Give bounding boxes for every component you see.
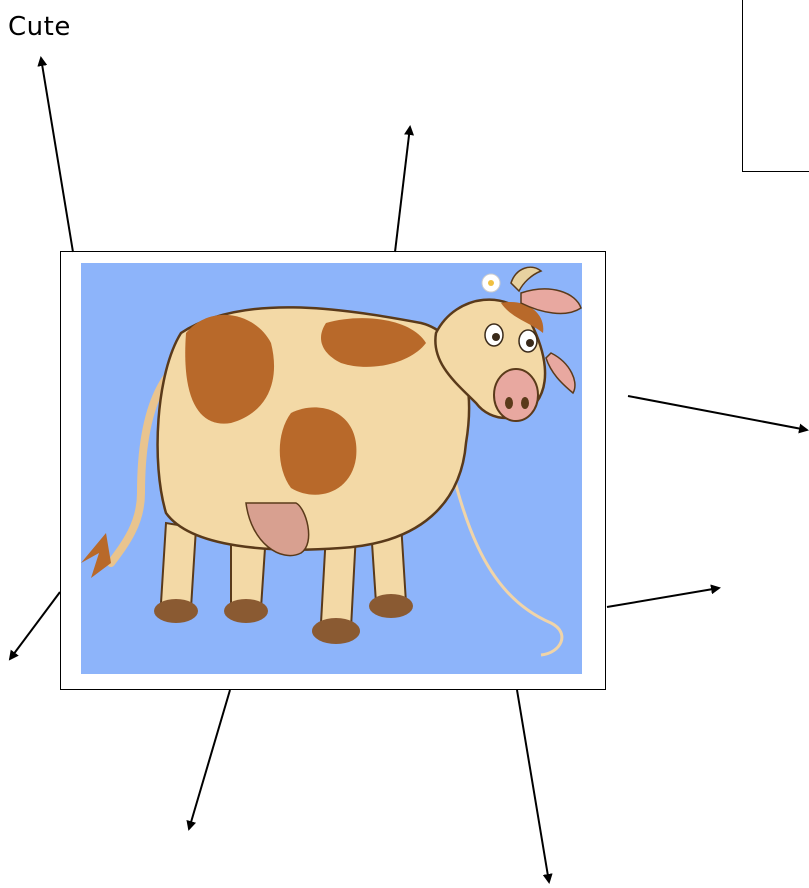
arrow-down-right bbox=[516, 689, 553, 884]
arrow-down-left bbox=[186, 689, 231, 831]
cow-hoof bbox=[154, 599, 198, 623]
cow-horn bbox=[510, 266, 543, 293]
cow-pupil bbox=[492, 333, 500, 341]
cow-nostril bbox=[521, 397, 529, 409]
cow-pupil bbox=[526, 339, 534, 347]
cow-spot bbox=[321, 318, 426, 367]
cow-nostril bbox=[505, 397, 513, 409]
empty-answer-box[interactable] bbox=[742, 0, 809, 172]
flower-center bbox=[488, 280, 494, 286]
label-cute: Cute bbox=[8, 12, 71, 42]
cow-tail-tuft bbox=[81, 533, 111, 578]
cow-picture bbox=[81, 263, 582, 674]
picture-frame bbox=[60, 251, 606, 690]
cow-ear bbox=[545, 352, 576, 395]
cow-spot bbox=[185, 314, 275, 424]
cow-hoof bbox=[224, 599, 268, 623]
arrow-left bbox=[8, 591, 61, 661]
cow-spot bbox=[279, 407, 357, 495]
arrow-right-lower bbox=[606, 584, 721, 608]
cow-forelock bbox=[501, 302, 544, 333]
arrow-up bbox=[394, 125, 415, 253]
arrow-right bbox=[627, 395, 809, 434]
cow-illustration bbox=[81, 266, 582, 657]
cow-hoof bbox=[312, 618, 360, 644]
cow-hoof bbox=[369, 594, 413, 618]
cow-ear bbox=[520, 288, 582, 315]
cow-udder bbox=[245, 502, 310, 557]
arrow-to-cute bbox=[37, 56, 74, 253]
